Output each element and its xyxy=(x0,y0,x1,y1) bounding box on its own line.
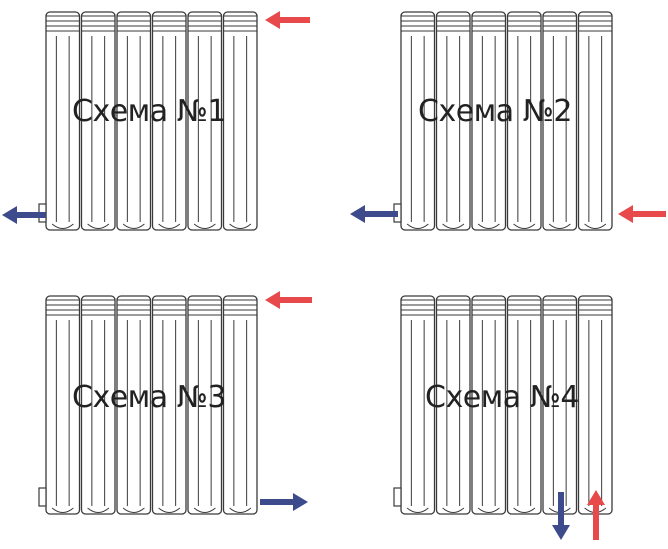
section-bottom xyxy=(406,223,429,229)
section-bottom xyxy=(442,223,465,229)
radiator-section xyxy=(577,295,613,515)
scheme-3-supply-arrow xyxy=(265,291,312,309)
radiator-section xyxy=(151,11,187,231)
arrow-head xyxy=(293,493,308,511)
radiator-section xyxy=(45,295,81,515)
section-body xyxy=(116,11,152,231)
section-bottom xyxy=(406,507,429,513)
section-bottom xyxy=(158,507,181,513)
radiator-section xyxy=(400,295,436,515)
section-body xyxy=(222,295,258,515)
pipe-stub xyxy=(38,487,47,507)
section-body xyxy=(116,295,152,515)
radiator-section xyxy=(222,11,258,231)
radiator-section xyxy=(116,11,152,231)
section-body xyxy=(577,11,613,231)
section-body xyxy=(506,11,542,231)
scheme-3-return-arrow xyxy=(260,493,308,511)
section-body xyxy=(471,295,507,515)
scheme-4-supply-arrow xyxy=(587,490,605,540)
radiator-section xyxy=(506,295,542,515)
section-body xyxy=(187,11,223,231)
section-body xyxy=(400,295,436,515)
section-body xyxy=(80,295,116,515)
section-bottom xyxy=(584,223,607,229)
section-bottom xyxy=(122,507,145,513)
section-body xyxy=(151,11,187,231)
radiator-section xyxy=(435,295,471,515)
arrow-head xyxy=(265,291,280,309)
section-bottom xyxy=(229,223,252,229)
radiator-section xyxy=(400,11,436,231)
scheme-1-supply-arrow xyxy=(265,11,310,29)
section-bottom xyxy=(122,223,145,229)
section-bottom xyxy=(87,507,110,513)
section-body xyxy=(400,11,436,231)
scheme-3-label: Схема №3 xyxy=(72,380,227,415)
radiator-section xyxy=(151,295,187,515)
scheme-4-label: Схема №4 xyxy=(425,380,580,415)
arrow-head xyxy=(350,205,365,223)
section-body xyxy=(542,11,578,231)
section-body xyxy=(45,11,81,231)
scheme-1-label: Схема №1 xyxy=(72,94,227,129)
radiator-section xyxy=(80,11,116,231)
scheme-2-supply-arrow xyxy=(618,205,666,223)
section-body xyxy=(45,295,81,515)
radiator-3 xyxy=(38,295,258,515)
radiator-section xyxy=(577,11,613,231)
arrow-head xyxy=(587,490,605,505)
section-body xyxy=(577,295,613,515)
radiator-section xyxy=(116,295,152,515)
scheme-1-return-arrow xyxy=(2,206,46,224)
section-body xyxy=(187,295,223,515)
section-bottom xyxy=(193,507,216,513)
section-body xyxy=(222,11,258,231)
section-bottom xyxy=(51,507,74,513)
radiator-section xyxy=(187,295,223,515)
arrow-head xyxy=(552,525,570,540)
radiator-section xyxy=(506,11,542,231)
radiator-section xyxy=(435,11,471,231)
section-bottom xyxy=(229,507,252,513)
section-bottom xyxy=(477,507,500,513)
radiator-4 xyxy=(393,295,613,515)
section-bottom xyxy=(87,223,110,229)
radiator-section xyxy=(45,11,81,231)
radiator-section xyxy=(222,295,258,515)
pipe-stub xyxy=(393,487,402,507)
section-bottom xyxy=(158,223,181,229)
section-bottom xyxy=(51,223,74,229)
section-bottom xyxy=(193,223,216,229)
scheme-4-return-arrow xyxy=(552,492,570,540)
radiator-section xyxy=(80,295,116,515)
radiator-section xyxy=(471,11,507,231)
section-body xyxy=(435,11,471,231)
scheme-2-label: Схема №2 xyxy=(418,94,573,129)
arrow-head xyxy=(618,205,633,223)
section-bottom xyxy=(513,223,536,229)
arrow-head xyxy=(265,11,280,29)
section-bottom xyxy=(548,223,571,229)
section-body xyxy=(80,11,116,231)
section-body xyxy=(435,295,471,515)
arrow-head xyxy=(2,206,17,224)
section-body xyxy=(151,295,187,515)
radiator-section xyxy=(471,295,507,515)
radiator-section xyxy=(542,11,578,231)
section-bottom xyxy=(513,507,536,513)
section-bottom xyxy=(477,223,500,229)
scheme-2-return-arrow xyxy=(350,205,398,223)
radiator-2 xyxy=(393,11,613,231)
section-body xyxy=(471,11,507,231)
section-bottom xyxy=(442,507,465,513)
radiator-section xyxy=(187,11,223,231)
section-body xyxy=(506,295,542,515)
